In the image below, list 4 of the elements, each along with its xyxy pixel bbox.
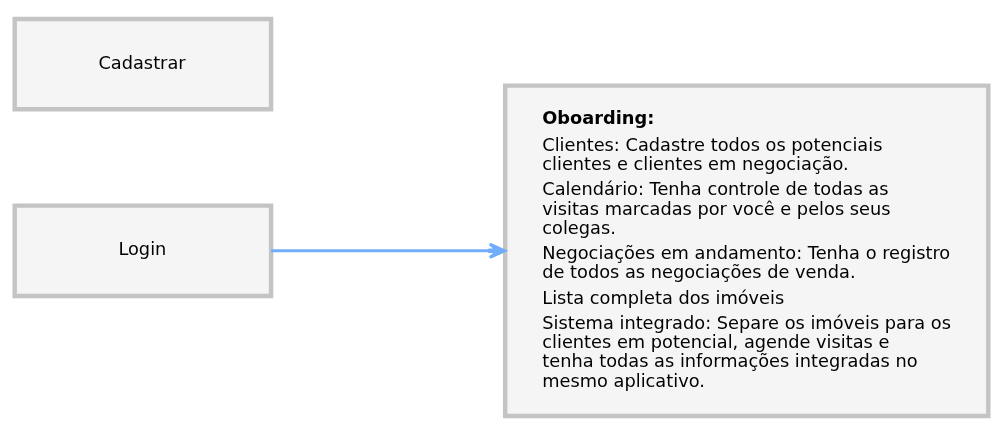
arrow <box>271 242 507 259</box>
node-box: Cadastrar <box>12 16 274 112</box>
node-box: Login <box>12 202 274 298</box>
node-box: Oboarding: Clientes: Cadastre todos os potenciais clientes e clientes em negociação. Calendário: Tenha controle de todas as visitas marcadas por você e pelos seus colegas. Negociações em andamento: Tenha o registro de todos as negociações de venda. Lista completa dos imóveis Sistema integrado: Separe os imóveis para os clientes em potencial, agende visitas e tenha todas as informações integradas no mesmo aplicativo. <box>502 82 991 418</box>
